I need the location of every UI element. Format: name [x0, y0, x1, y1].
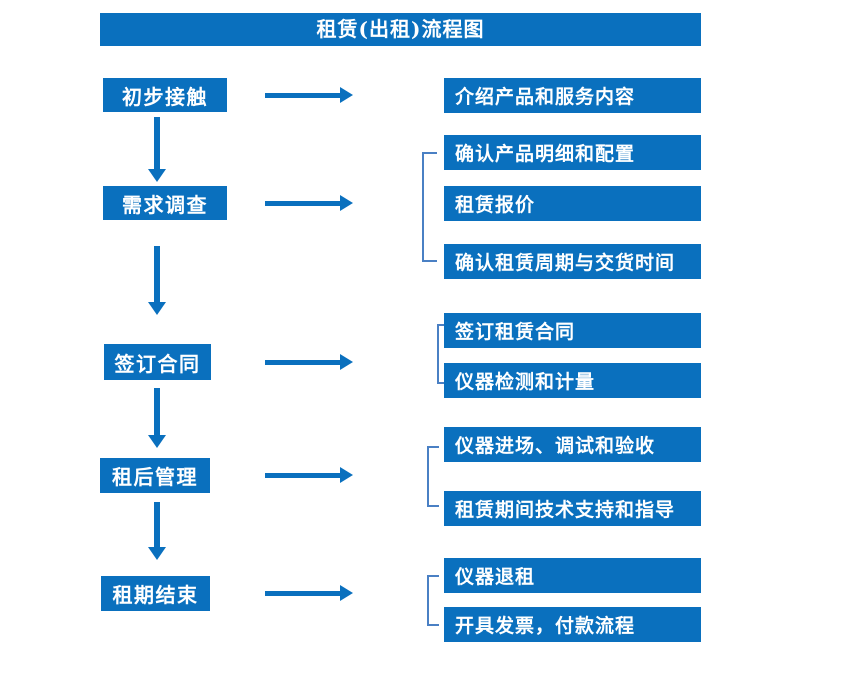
stage-label: 需求调查: [122, 192, 208, 217]
detail-box-confirm-product-config: 确认产品明细和配置: [444, 135, 701, 170]
stage-box-contract-signing: 签订合同: [104, 344, 211, 380]
arrow-head: [340, 467, 353, 483]
detail-label: 租赁期间技术支持和指导: [455, 499, 676, 521]
arrow-head: [148, 169, 166, 182]
flowchart-title: 租赁(出租)流程图: [100, 13, 701, 46]
stage-label: 签订合同: [114, 351, 201, 376]
detail-label: 确认租赁周期与交货时间: [455, 252, 676, 274]
stage-box-needs-survey: 需求调查: [103, 186, 227, 220]
right-arrow-1-icon: [265, 87, 353, 103]
stage-label: 租后管理: [112, 465, 198, 489]
detail-box-instrument-return: 仪器退租: [444, 558, 701, 593]
detail-box-invoice-payment: 开具发票，付款流程: [444, 607, 701, 642]
detail-box-instrument-inspection-calibration: 仪器检测和计量: [444, 363, 701, 398]
arrow-shaft: [265, 359, 340, 365]
arrow-head: [340, 354, 353, 370]
detail-box-instrument-setup-acceptance: 仪器进场、调试和验收: [444, 427, 701, 462]
arrow-shaft: [265, 472, 340, 478]
detail-label: 租赁报价: [455, 194, 536, 216]
bracket-lease-end-group: [427, 575, 439, 626]
detail-label: 开具发票，付款流程: [455, 615, 636, 637]
arrow-head: [148, 302, 166, 315]
detail-box-sign-lease-contract: 签订租赁合同: [444, 313, 701, 348]
arrow-shaft: [154, 502, 160, 547]
bracket-contract-group: [437, 324, 444, 384]
arrow-head: [340, 87, 353, 103]
detail-box-introduce-products: 介绍产品和服务内容: [444, 78, 701, 113]
down-arrow-2-icon: [148, 246, 166, 315]
arrow-shaft: [154, 246, 160, 302]
down-arrow-3-icon: [148, 388, 166, 448]
detail-box-lease-tech-support: 租赁期间技术支持和指导: [444, 491, 701, 526]
detail-label: 签订租赁合同: [455, 321, 576, 343]
stage-label: 初步接触: [122, 84, 208, 109]
stage-label: 租期结束: [112, 583, 199, 607]
down-arrow-1-icon: [148, 117, 166, 182]
arrow-shaft: [154, 388, 160, 435]
arrow-head: [340, 585, 353, 601]
arrow-shaft: [265, 590, 340, 596]
bracket-management-group: [427, 446, 439, 507]
detail-box-confirm-lease-period-delivery: 确认租赁周期与交货时间: [444, 244, 701, 279]
detail-label: 确认产品明细和配置: [455, 143, 636, 165]
down-arrow-4-icon: [148, 502, 166, 560]
right-arrow-3-icon: [265, 354, 353, 370]
right-arrow-2-icon: [265, 195, 353, 211]
stage-box-lease-end: 租期结束: [101, 576, 210, 611]
detail-label: 仪器检测和计量: [455, 371, 596, 393]
detail-label: 仪器进场、调试和验收: [455, 435, 656, 457]
detail-label: 仪器退租: [455, 566, 536, 588]
detail-box-rental-quote: 租赁报价: [444, 186, 701, 221]
detail-label: 介绍产品和服务内容: [455, 86, 636, 108]
arrow-head: [340, 195, 353, 211]
right-arrow-5-icon: [265, 585, 353, 601]
arrow-head: [148, 547, 166, 560]
arrow-shaft: [265, 200, 340, 206]
bracket-needs-survey-group: [422, 152, 437, 262]
arrow-shaft: [265, 92, 340, 98]
stage-box-post-lease-management: 租后管理: [100, 458, 210, 493]
arrow-head: [148, 435, 166, 448]
right-arrow-4-icon: [265, 467, 353, 483]
arrow-shaft: [154, 117, 160, 169]
stage-box-initial-contact: 初步接触: [103, 78, 227, 112]
